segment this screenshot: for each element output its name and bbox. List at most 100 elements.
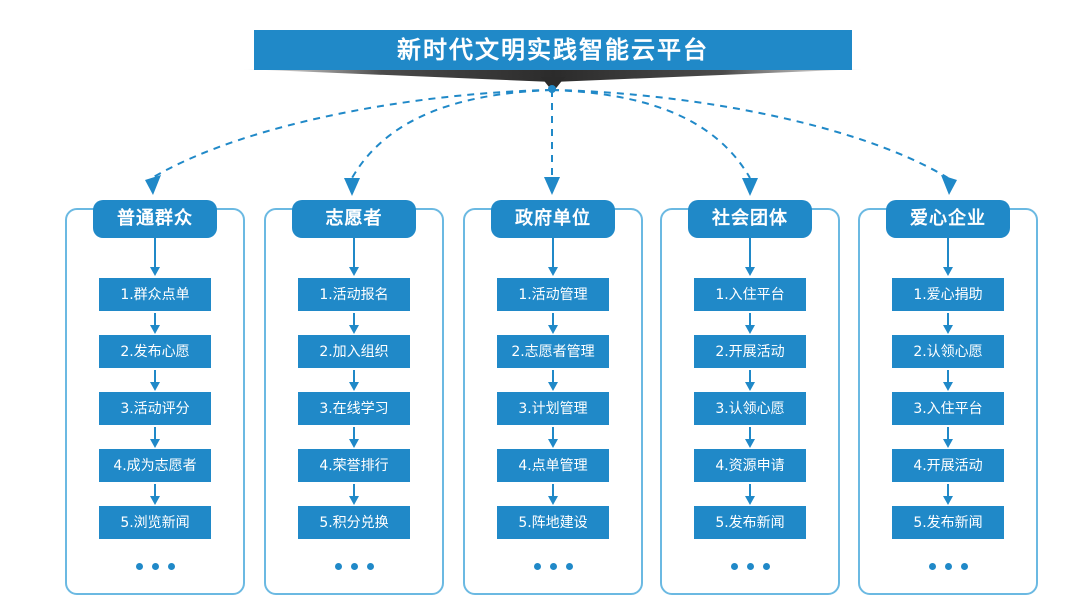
list-item[interactable]: 1.爱心捐助 — [892, 278, 1004, 311]
list-item[interactable]: 4.成为志愿者 — [99, 449, 211, 482]
column-header-label: 普通群众 — [117, 208, 193, 229]
flow-arrow-icon — [99, 311, 211, 335]
item-label: 2.志愿者管理 — [511, 343, 595, 360]
flow-arrow-icon — [892, 482, 1004, 506]
flow-arrow-icon — [497, 482, 609, 506]
list-item[interactable]: 5.浏览新闻 — [99, 506, 211, 539]
more-items-ellipsis-icon — [497, 549, 609, 583]
list-item[interactable]: 3.入住平台 — [892, 392, 1004, 425]
connector-arrowhead-government-unit — [544, 177, 560, 195]
flow-arrow-icon — [298, 311, 410, 335]
title-ribbon-shadow — [242, 69, 864, 92]
list-item[interactable]: 4.荣誉排行 — [298, 449, 410, 482]
platform-title-bar: 新时代文明实践智能云平台 — [254, 30, 852, 70]
column-head-connector — [154, 238, 156, 268]
page-title: 新时代文明实践智能云平台 — [397, 36, 709, 64]
list-item[interactable]: 2.志愿者管理 — [497, 335, 609, 368]
column-header-ordinary-public[interactable]: 普通群众 — [93, 200, 217, 238]
column-header-government-unit[interactable]: 政府单位 — [491, 200, 615, 238]
item-label: 2.认领心愿 — [913, 343, 983, 360]
more-items-ellipsis-icon — [99, 549, 211, 583]
flow-arrow-icon — [298, 425, 410, 449]
list-item[interactable]: 4.资源申请 — [694, 449, 806, 482]
item-label: 4.成为志愿者 — [113, 457, 197, 474]
column-item-list: 1.群众点单 2.发布心愿 3.活动评分 4.成为志愿者 5.浏览新闻 — [99, 278, 211, 583]
item-label: 3.计划管理 — [518, 400, 588, 417]
column-header-caring-enterprise[interactable]: 爱心企业 — [886, 200, 1010, 238]
flow-arrow-icon — [694, 425, 806, 449]
column-head-connector — [749, 238, 751, 268]
flow-arrow-icon — [99, 368, 211, 392]
flow-arrow-icon — [497, 425, 609, 449]
connector-to-caring-enterprise — [551, 89, 949, 179]
column-head-connector — [947, 238, 949, 268]
list-item[interactable]: 2.加入组织 — [298, 335, 410, 368]
column-header-label: 爱心企业 — [910, 208, 986, 229]
list-item[interactable]: 4.点单管理 — [497, 449, 609, 482]
item-label: 1.爱心捐助 — [913, 286, 983, 303]
list-item[interactable]: 5.发布新闻 — [694, 506, 806, 539]
flow-arrow-icon — [694, 368, 806, 392]
item-label: 3.在线学习 — [319, 400, 389, 417]
column-head-connector — [552, 238, 554, 268]
column-item-list: 1.活动管理 2.志愿者管理 3.计划管理 4.点单管理 5.阵地建设 — [497, 278, 609, 583]
item-label: 1.入住平台 — [715, 286, 785, 303]
item-label: 3.入住平台 — [913, 400, 983, 417]
item-label: 1.活动报名 — [319, 286, 389, 303]
connector-arrowhead-volunteer — [344, 178, 360, 196]
column-social-group: 社会团体 1.入住平台 2.开展活动 3.认领心愿 4.资源申请 5.发布新闻 — [660, 200, 840, 595]
column-caring-enterprise: 爱心企业 1.爱心捐助 2.认领心愿 3.入住平台 4.开展活动 5.发布新闻 — [858, 200, 1038, 595]
list-item[interactable]: 3.计划管理 — [497, 392, 609, 425]
flow-arrow-icon — [298, 482, 410, 506]
list-item[interactable]: 4.开展活动 — [892, 449, 1004, 482]
column-volunteer: 志愿者 1.活动报名 2.加入组织 3.在线学习 4.荣誉排行 5.积分兑换 — [264, 200, 444, 595]
item-label: 1.活动管理 — [518, 286, 588, 303]
list-item[interactable]: 3.在线学习 — [298, 392, 410, 425]
column-item-list: 1.活动报名 2.加入组织 3.在线学习 4.荣誉排行 5.积分兑换 — [298, 278, 410, 583]
item-label: 2.加入组织 — [319, 343, 389, 360]
platform-title-banner: 新时代文明实践智能云平台 — [242, 30, 864, 92]
list-item[interactable]: 5.发布新闻 — [892, 506, 1004, 539]
connector-arrowhead-caring-enterprise — [941, 175, 957, 195]
connector-to-volunteer — [351, 89, 553, 179]
column-header-volunteer[interactable]: 志愿者 — [292, 200, 416, 238]
column-header-social-group[interactable]: 社会团体 — [688, 200, 812, 238]
list-item[interactable]: 1.群众点单 — [99, 278, 211, 311]
column-header-label: 政府单位 — [515, 208, 591, 229]
item-label: 5.积分兑换 — [319, 514, 389, 531]
flow-arrow-icon — [497, 311, 609, 335]
item-label: 2.发布心愿 — [120, 343, 190, 360]
flow-arrow-icon — [892, 368, 1004, 392]
list-item[interactable]: 1.活动报名 — [298, 278, 410, 311]
list-item[interactable]: 2.认领心愿 — [892, 335, 1004, 368]
list-item[interactable]: 1.活动管理 — [497, 278, 609, 311]
item-label: 1.群众点单 — [120, 286, 190, 303]
connector-to-ordinary-public — [151, 89, 553, 179]
column-header-label: 社会团体 — [712, 208, 788, 229]
item-label: 4.开展活动 — [913, 457, 983, 474]
item-label: 2.开展活动 — [715, 343, 785, 360]
flow-arrow-icon — [99, 425, 211, 449]
list-item[interactable]: 5.积分兑换 — [298, 506, 410, 539]
item-label: 4.点单管理 — [518, 457, 588, 474]
list-item[interactable]: 2.发布心愿 — [99, 335, 211, 368]
column-government-unit: 政府单位 1.活动管理 2.志愿者管理 3.计划管理 4.点单管理 5.阵地建设 — [463, 200, 643, 595]
column-item-list: 1.入住平台 2.开展活动 3.认领心愿 4.资源申请 5.发布新闻 — [694, 278, 806, 583]
connector-to-social-group — [551, 89, 751, 179]
more-items-ellipsis-icon — [694, 549, 806, 583]
more-items-ellipsis-icon — [892, 549, 1004, 583]
connector-arrowhead-ordinary-public — [145, 175, 161, 195]
list-item[interactable]: 1.入住平台 — [694, 278, 806, 311]
list-item[interactable]: 5.阵地建设 — [497, 506, 609, 539]
flow-arrow-icon — [892, 425, 1004, 449]
item-label: 5.发布新闻 — [913, 514, 983, 531]
flow-arrow-icon — [298, 368, 410, 392]
flow-arrow-icon — [694, 482, 806, 506]
connector-arrowhead-social-group — [742, 178, 758, 196]
list-item[interactable]: 3.活动评分 — [99, 392, 211, 425]
flow-arrow-icon — [99, 482, 211, 506]
list-item[interactable]: 2.开展活动 — [694, 335, 806, 368]
list-item[interactable]: 3.认领心愿 — [694, 392, 806, 425]
column-header-label: 志愿者 — [325, 208, 383, 229]
